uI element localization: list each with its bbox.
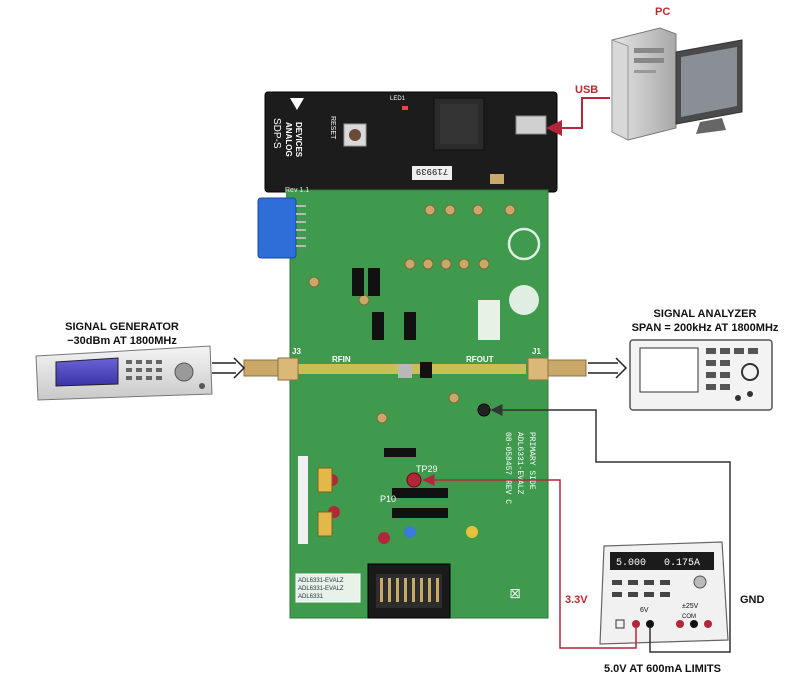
rfin-label: RFIN [332, 355, 351, 364]
sdp-s-board: 719939 ANALOG DEVICES SDP-S RESET LED1 [264, 91, 558, 193]
psu-6v-plus-terminal[interactable] [632, 620, 640, 628]
gnd-label: GND [740, 594, 765, 606]
psu-voltage-readout: 5.000 [616, 558, 646, 569]
pc-tower [611, 27, 677, 141]
pc-monitor [675, 39, 743, 134]
rf-output-arrow [588, 357, 628, 379]
pc-computer [611, 27, 743, 141]
sdp-led-label: LED1 [390, 96, 406, 102]
usb-label: USB [575, 84, 599, 96]
tp29-label: TP29 [416, 464, 438, 474]
sdp-serial: 719939 [416, 166, 448, 176]
eval-rev: Rev 1.1 [285, 187, 309, 194]
model-line-3: ADL6331 [298, 594, 324, 600]
model-line-2: ADL6331-EVALZ [298, 586, 344, 592]
signal-generator-title: SIGNAL GENERATOR [65, 321, 179, 333]
eval-board: Rev 1.1 RFI [243, 187, 587, 619]
signal-analyzer-setting: SPAN = 200kHz AT 1800MHz [631, 322, 779, 334]
wire-3v3 [422, 474, 637, 649]
signal-generator-setting: −30dBm AT 1800MHz [67, 335, 177, 347]
sdp-name: SDP-S [271, 118, 282, 149]
sma-j1 [527, 357, 587, 381]
psu-6v-minus-terminal[interactable] [646, 620, 654, 628]
wire-gnd [490, 404, 731, 653]
pc-label: PC [655, 6, 671, 18]
psu-6v-label: 6V [640, 607, 649, 614]
sdp-brand-1: ANALOG [284, 122, 293, 157]
weee-icon: ⊠ [509, 585, 521, 601]
board-name: ADL6331-EVALZ [515, 432, 524, 495]
supply-limits-label: 5.0V AT 600mA LIMITS [604, 663, 721, 675]
j3-label: J3 [292, 347, 301, 356]
signal-generator [35, 345, 213, 401]
signal-analyzer-title: SIGNAL ANALYZER [653, 308, 757, 320]
rfout-label: RFOUT [466, 355, 494, 364]
analog-devices-logo [290, 98, 304, 110]
model-line-1: ADL6331-EVALZ [298, 578, 344, 584]
blue-header-connector [257, 197, 297, 259]
j1-label: J1 [532, 347, 541, 356]
usb-link [546, 97, 610, 136]
psu-current-readout: 0.175A [664, 558, 700, 569]
power-supply: 5.000 0.175A 6V ±25V COM [599, 541, 729, 645]
signal-analyzer [629, 339, 773, 411]
sdp-reset: RESET [329, 116, 336, 140]
voltage-3v3-label: 3.3V [565, 594, 588, 606]
sdp-brand-2: DEVICES [294, 122, 303, 158]
board-side: PRIMARY SIDE [527, 432, 536, 490]
rf-input-arrow [212, 357, 246, 379]
tp34-gnd-pin [477, 403, 491, 417]
psu-25v-label: ±25V [682, 603, 699, 610]
psu-com-label: COM [682, 614, 696, 620]
dut-chip [420, 362, 432, 378]
tp29-3v3-pin [406, 472, 422, 488]
sma-j3 [243, 357, 299, 381]
p10-label: P10 [380, 494, 396, 504]
board-id: 08-058457 REV C [503, 432, 512, 504]
